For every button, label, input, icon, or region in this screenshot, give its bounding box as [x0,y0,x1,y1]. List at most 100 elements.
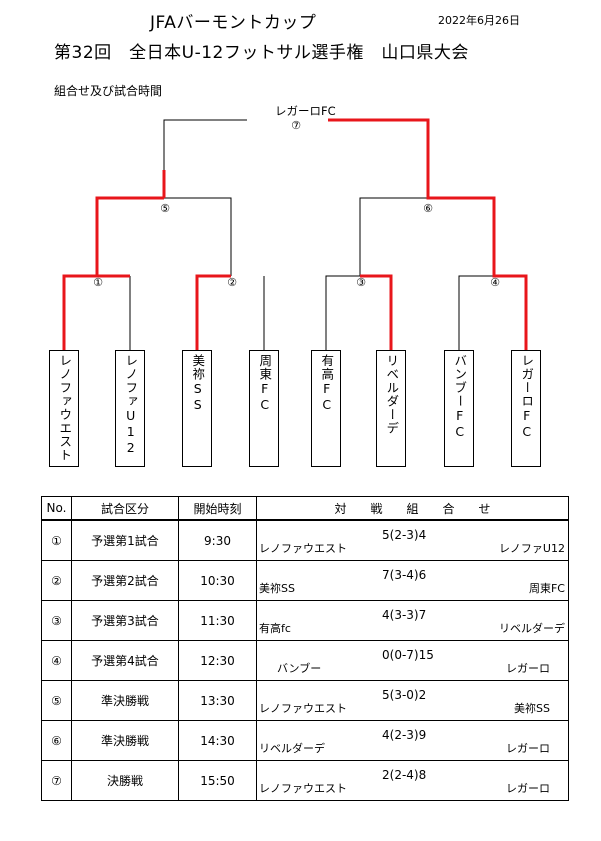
score: 5(3-0)2 [382,688,427,702]
bracket-line-sf5-right [164,197,232,276]
team-1: 有高fc [259,622,291,635]
team-2: 美祢SS [514,702,550,715]
event-date: 2022年6月26日 [438,14,520,27]
cell-matchup: レノファウエスト 2(2-4)8 レガーロ [256,760,569,801]
tournament-title: JFAバーモントカップ [150,13,317,33]
champion-label: レガーロFC [275,104,336,118]
team-name: リベルダーデ [384,354,400,435]
table-header-row: No. 試合区分 開始時刻 対 戦 組 合 せ [41,496,569,521]
cell-category: 決勝戦 [71,760,179,801]
table-row: ② 予選第2試合 10:30 美祢SS 7(3-4)6 周東FC [41,560,569,601]
cell-time: 12:30 [178,640,257,681]
score: 4(2-3)9 [382,728,427,742]
team-name: レノファウエスト [57,354,73,462]
cell-no: ⑤ [41,680,72,721]
team-1: レノファウエスト [259,702,347,715]
team-2: 周東FC [528,582,565,595]
cell-category: 予選第4試合 [71,640,179,681]
team-1: リベルダーデ [259,742,325,755]
team-box-6: リベルダーデ [376,350,406,467]
bracket-line-q3-left [325,275,360,350]
bracket-line-final-left [163,119,247,198]
col-header-time: 開始時刻 [178,496,257,521]
cell-category: 準決勝戦 [71,680,179,721]
championship-subtitle: 第32回 全日本U-12フットサル選手権 山口県大会 [54,43,469,63]
team-box-4: 周東FC [249,350,279,467]
col-header-no: No. [41,496,72,521]
team-box-1: レノファウエスト [49,350,79,467]
cell-matchup: バンブー 0(0-7)15 レガーロ [256,640,569,681]
cell-time: 14:30 [178,720,257,761]
cell-time: 9:30 [178,519,257,561]
bracket-lines [62,118,528,350]
cell-matchup: 有高fc 4(3-3)7 リベルダーデ [256,600,569,641]
cell-no: ⑦ [41,760,72,801]
team-2: レガーロ [506,662,550,675]
cell-matchup: レノファウエスト 5(2-3)4 レノファU12 [256,519,569,561]
team-box-2: レノファU12 [115,350,145,467]
team-box-8: レガーロFC [511,350,541,467]
score: 5(2-3)4 [382,528,427,542]
team-2: レガーロ [506,742,550,755]
team-box-3: 美祢SS [182,350,212,467]
cell-no: ④ [41,640,72,681]
table-row: ⑤ 準決勝戦 13:30 レノファウエスト 5(3-0)2 美祢SS [41,680,569,721]
team-1: レノファウエスト [259,542,347,555]
cell-time: 10:30 [178,560,257,601]
bracket-win-q3 [360,274,393,350]
bracket-line-sf6-left [359,197,428,276]
cell-matchup: レノファウエスト 5(3-0)2 美祢SS [256,680,569,721]
team-name: 美祢SS [190,354,206,413]
team-name: 周東FC [257,354,273,413]
table-row: ① 予選第1試合 9:30 レノファウエスト 5(2-3)4 レノファU12 [41,519,569,561]
match-number-6: ⑥ [423,202,433,215]
cell-category: 準決勝戦 [71,720,179,761]
match-number-2: ② [227,276,237,289]
match-number-7: ⑦ [291,119,301,132]
match-number-4: ④ [490,276,500,289]
team-name: レノファU12 [123,354,139,456]
cell-no: ⑥ [41,720,72,761]
cell-no: ③ [41,600,72,641]
cell-no: ② [41,560,72,601]
table-row: ⑥ 準決勝戦 14:30 リベルダーデ 4(2-3)9 レガーロ [41,720,569,761]
bracket-line-q4-left [458,275,494,350]
team-name: レガーロFC [519,354,535,440]
team-1: バンブー [277,662,322,675]
bracket-win-q4 [328,118,528,350]
cell-time: 13:30 [178,680,257,721]
match-number-5: ⑤ [160,202,170,215]
score: 4(3-3)7 [382,608,427,622]
team-1: レノファウエスト [259,782,347,795]
team-2: リベルダーデ [499,622,565,635]
table-row: ④ 予選第4試合 12:30 バンブー 0(0-7)15 レガーロ [41,640,569,681]
table-row: ③ 予選第3試合 11:30 有高fc 4(3-3)7 リベルダーデ [41,600,569,641]
cell-time: 11:30 [178,600,257,641]
score: 7(3-4)6 [382,568,427,582]
cell-category: 予選第3試合 [71,600,179,641]
cell-no: ① [41,519,72,561]
bracket-win-q1 [62,196,164,350]
cell-matchup: リベルダーデ 4(2-3)9 レガーロ [256,720,569,761]
team-name: バンブーFC [452,354,468,440]
team-box-5: 有高FC [311,350,341,467]
schedule-table: No. 試合区分 開始時刻 対 戦 組 合 せ ① 予選第1試合 9:30 レノ… [41,496,569,801]
cell-category: 予選第1試合 [71,519,179,561]
bracket-win-q2 [195,274,231,350]
cell-matchup: 美祢SS 7(3-4)6 周東FC [256,560,569,601]
team-name: 有高FC [319,354,335,413]
table-row: ⑦ 決勝戦 15:50 レノファウエスト 2(2-4)8 レガーロ [41,760,569,801]
score: 0(0-7)15 [382,648,434,662]
cell-time: 15:50 [178,760,257,801]
team-1: 美祢SS [259,582,295,595]
col-header-category: 試合区分 [71,496,179,521]
col-header-matchup: 対 戦 組 合 せ [256,496,569,521]
team-2: レガーロ [506,782,550,795]
match-number-1: ① [93,276,103,289]
score: 2(2-4)8 [382,768,427,782]
section-title: 組合せ及び試合時間 [54,84,163,98]
cell-category: 予選第2試合 [71,560,179,601]
team-box-7: バンブーFC [444,350,474,467]
match-number-3: ③ [356,276,366,289]
team-2: レノファU12 [498,542,565,555]
